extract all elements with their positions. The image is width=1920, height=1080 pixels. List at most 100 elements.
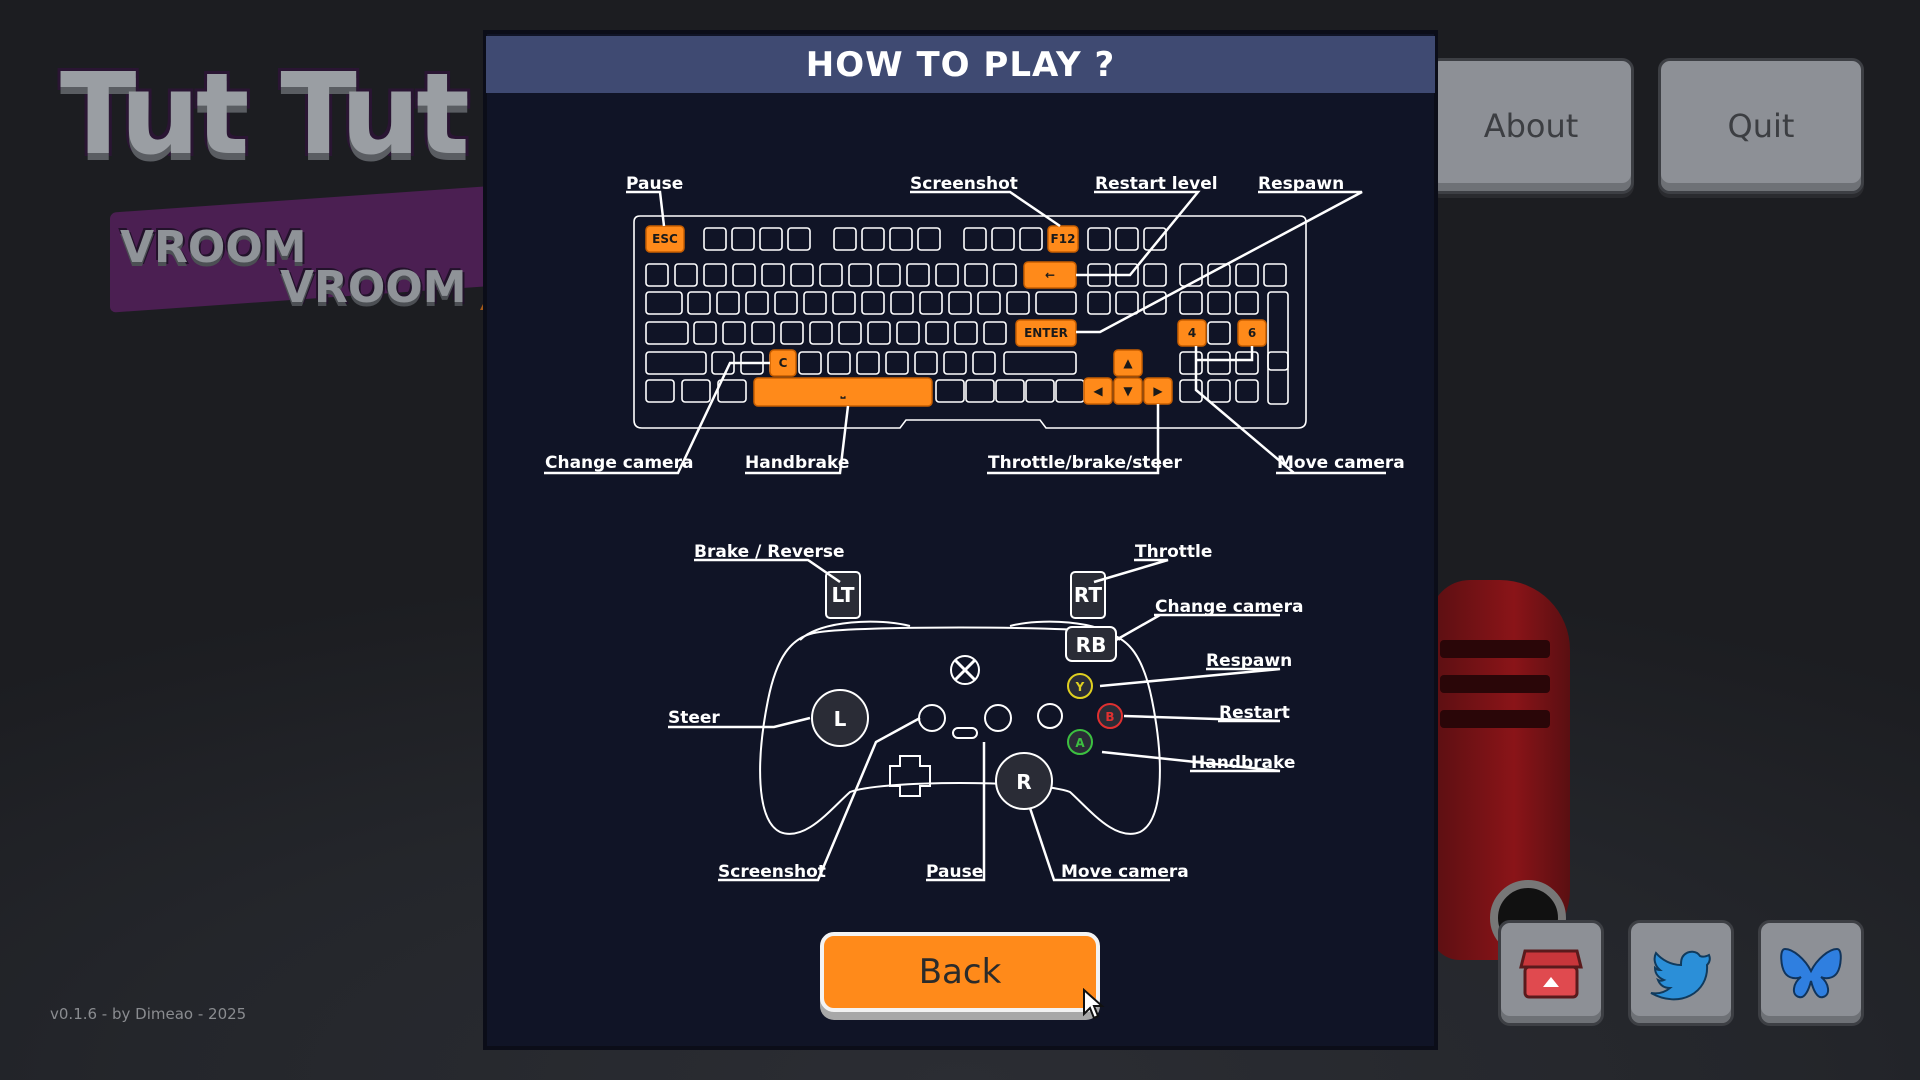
keyboard-key [977, 291, 1001, 315]
dialog-title: HOW TO PLAY ? [486, 36, 1435, 93]
itch-io-button[interactable] [1498, 920, 1604, 1026]
button-y: Y [1075, 680, 1085, 694]
car-image [1430, 580, 1570, 960]
keyboard-key [1115, 291, 1139, 315]
label-move-camera: Move camera [1277, 453, 1405, 473]
keyboard-key [1115, 227, 1139, 251]
keyboard-key [803, 291, 827, 315]
label-throttle-brake-steer: Throttle/brake/steer [988, 453, 1182, 473]
keyboard-key [717, 379, 747, 403]
keyboard-key [856, 351, 880, 375]
view-button-icon [918, 704, 946, 732]
keyboard-key [1087, 227, 1111, 251]
keyboard-key [1207, 379, 1231, 403]
quit-button[interactable]: Quit [1658, 58, 1864, 194]
twitter-button[interactable] [1628, 920, 1734, 1026]
twitter-icon [1650, 950, 1711, 1001]
keyboard-key [1267, 291, 1289, 371]
bluesky-button[interactable] [1758, 920, 1864, 1026]
keyboard-key [1235, 263, 1259, 287]
keyboard-key [848, 263, 872, 287]
keyboard-key [722, 321, 746, 345]
keyboard-key [687, 291, 711, 315]
svg-text:6: 6 [1248, 326, 1256, 340]
keyboard-key [983, 321, 1007, 345]
keyboard-key [1143, 291, 1167, 315]
keyboard-key [1143, 263, 1167, 287]
mouse-cursor-icon [1083, 988, 1105, 1020]
keyboard-key [925, 321, 949, 345]
keyboard-key [963, 227, 987, 251]
keyboard-key [827, 351, 851, 375]
back-button[interactable]: Back [820, 932, 1100, 1012]
keyboard-key [948, 291, 972, 315]
keyboard-key [838, 321, 862, 345]
svg-text:4: 4 [1188, 326, 1196, 340]
keyboard-key [861, 291, 885, 315]
keyboard-key [645, 263, 669, 287]
label-restart-level: Restart level [1095, 174, 1218, 194]
keyboard-key [1179, 379, 1203, 403]
keyboard-key [759, 227, 783, 251]
key-esc: ESC [645, 225, 685, 253]
keyboard-key [896, 321, 920, 345]
keyboard-illustration [633, 215, 1307, 429]
keyboard-key [964, 263, 988, 287]
svg-text:ESC: ESC [652, 232, 678, 246]
keyboard-key [885, 351, 909, 375]
label-respawn-pad: Respawn [1206, 651, 1292, 671]
key-backspace: ← [1023, 261, 1077, 289]
keyboard-key [935, 379, 965, 403]
svg-text:◀: ◀ [1093, 384, 1103, 398]
key-enter: ENTER [1015, 319, 1077, 347]
label-restart: Restart [1219, 703, 1290, 723]
keyboard-key [914, 351, 938, 375]
button-b: B [1105, 710, 1114, 724]
label-brake-reverse: Brake / Reverse [694, 542, 845, 562]
keyboard-key [965, 379, 995, 403]
keyboard-key [991, 227, 1015, 251]
keyboard-key [645, 379, 675, 403]
svg-text:⎵: ⎵ [840, 385, 846, 400]
bluesky-icon [1780, 947, 1842, 999]
svg-text:▼: ▼ [1123, 384, 1133, 398]
keyboard-key [993, 263, 1017, 287]
svg-text:←: ← [1045, 268, 1055, 282]
keyboard-key [1263, 263, 1287, 287]
svg-text:▲: ▲ [1123, 356, 1133, 370]
controller-labels: Brake / Reverse Throttle Change camera R… [668, 542, 1303, 882]
label-change-camera-pad: Change camera [1155, 597, 1303, 617]
keyboard-key [1179, 291, 1203, 315]
keyboard-key [1207, 321, 1231, 345]
keyboard-key [674, 263, 698, 287]
button-x [1037, 703, 1063, 729]
key-arrow-right: ▶ [1143, 377, 1173, 405]
dpad-icon [889, 755, 931, 797]
keyboard-key [917, 227, 941, 251]
keyboard-key [819, 263, 843, 287]
keyboard-key [731, 227, 755, 251]
about-button[interactable]: About [1428, 58, 1634, 194]
keyboard-labels: Pause Screenshot Restart level Respawn C… [545, 174, 1405, 473]
right-stick: R [1016, 770, 1031, 794]
keyboard-key [1087, 291, 1111, 315]
label-respawn: Respawn [1258, 174, 1344, 194]
svg-text:▶: ▶ [1153, 384, 1163, 398]
keyboard-key [761, 263, 785, 287]
keyboard-key [833, 227, 857, 251]
keyboard-key [1019, 227, 1043, 251]
keyboard-key [645, 291, 683, 315]
keyboard-key [972, 351, 996, 375]
svg-text:C: C [779, 356, 788, 370]
keyboard-key [877, 263, 901, 287]
xbox-logo-icon [950, 655, 980, 685]
key-arrow-up: ▲ [1113, 349, 1143, 377]
keyboard-key [1235, 291, 1259, 315]
keyboard-key [745, 291, 769, 315]
button-a: A [1075, 736, 1085, 750]
keyboard-key [1207, 351, 1231, 375]
key-f12: F12 [1047, 225, 1079, 253]
label-throttle: Throttle [1135, 542, 1212, 562]
keyboard-key [693, 321, 717, 345]
keyboard-key [1055, 379, 1085, 403]
